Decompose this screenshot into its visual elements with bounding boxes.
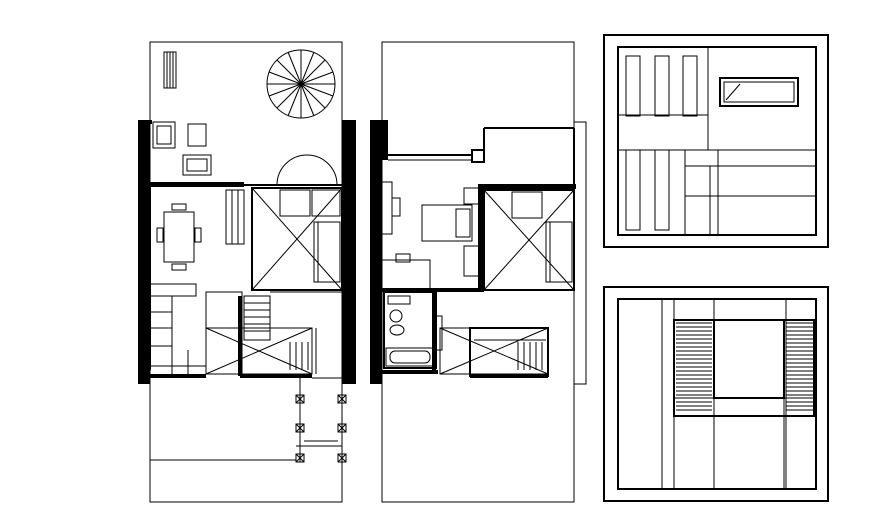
garden-bench-icon — [163, 51, 177, 89]
upper-floor-plan — [370, 41, 587, 503]
patio-chair-icon — [152, 121, 176, 149]
door-swing — [276, 154, 338, 186]
patio-table — [187, 123, 207, 147]
staircase-upper — [439, 327, 549, 377]
front-garden — [149, 384, 296, 461]
skylight-strips — [625, 55, 698, 231]
light-well — [251, 187, 343, 291]
ground-floor-plan — [138, 41, 356, 503]
site-boundary-left — [149, 41, 343, 503]
patio-chair-icon — [182, 154, 212, 176]
roof-plan — [603, 34, 829, 248]
roof-elevation — [603, 286, 829, 502]
louvre-right — [786, 322, 814, 411]
bed-icon — [421, 187, 481, 277]
desk-icon — [381, 181, 401, 235]
kitchen-counter — [149, 283, 206, 374]
gate-posts — [295, 378, 347, 463]
bathroom — [383, 291, 443, 370]
staircase — [205, 291, 342, 376]
shelf-icon — [225, 189, 245, 245]
dining-table-icon — [156, 203, 202, 271]
bathtub-icon — [385, 347, 435, 367]
skylight-window — [719, 77, 799, 107]
louvre-left — [676, 322, 712, 411]
light-well-upper — [483, 189, 575, 291]
tree-icon — [266, 49, 336, 119]
